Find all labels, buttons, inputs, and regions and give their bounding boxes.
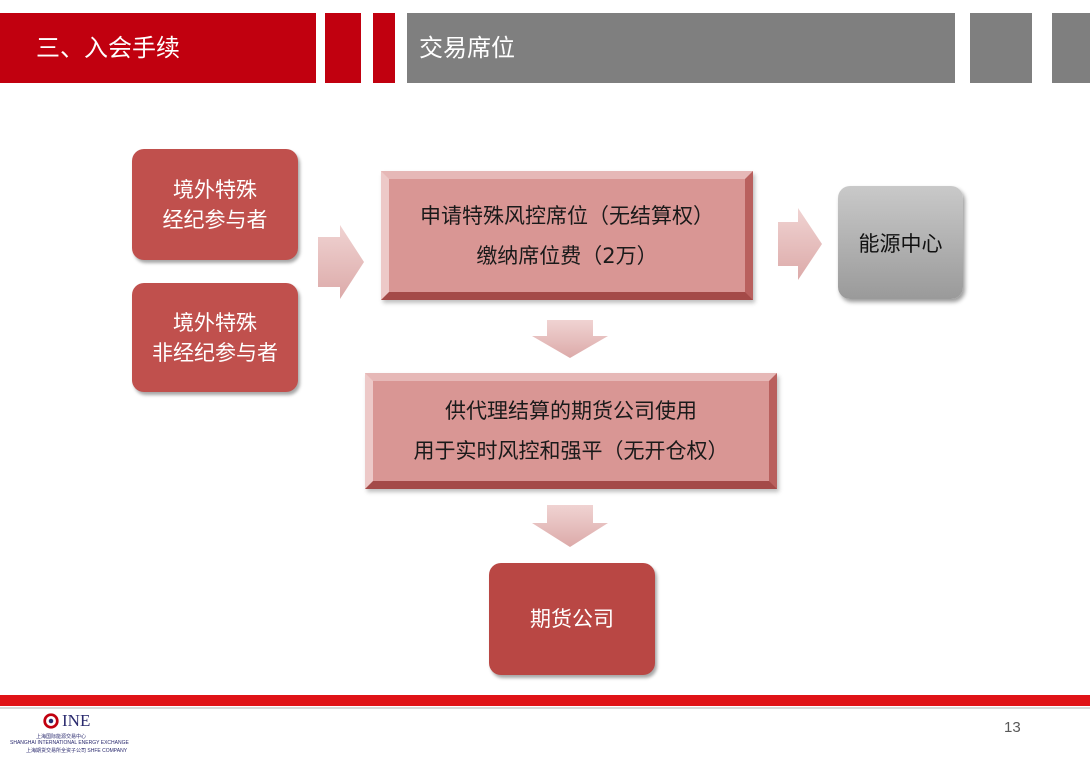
apply-seat-line1: 申请特殊风控席位（无结算权）: [420, 203, 714, 228]
participant-nonbroker-line2: 非经纪参与者: [152, 340, 278, 365]
arrow-right-icon: [778, 208, 822, 280]
page-subtitle: 交易席位: [407, 13, 955, 83]
participant-broker-line1: 境外特殊: [173, 177, 257, 202]
participant-broker-line2: 经纪参与者: [162, 207, 268, 232]
page-number: 13: [1004, 719, 1021, 736]
apply-seat-box: 申请特殊风控席位（无结算权） 缴纳席位费（2万）: [381, 171, 753, 300]
header-red-bar: [325, 13, 361, 83]
usage-line1: 供代理结算的期货公司使用: [445, 399, 697, 423]
ine-logo-icon: [43, 713, 59, 729]
usage-line2: 用于实时风控和强平（无开仓权）: [413, 439, 729, 463]
apply-seat-line2: 缴纳席位费（2万）: [476, 243, 658, 268]
futures-company-box: 期货公司: [489, 563, 655, 675]
participant-nonbroker-line1: 境外特殊: [173, 310, 257, 335]
ine-logo-en: SHANGHAI INTERNATIONAL ENERGY EXCHANGE: [10, 740, 129, 746]
ine-logo: INE 上海国际能源交易中心 SHANGHAI INTERNATIONAL EN…: [8, 709, 133, 759]
footer-divider: [0, 707, 1090, 709]
arrow-right-icon: [318, 225, 364, 299]
footer-red-bar: [0, 695, 1090, 706]
arrow-down-icon: [532, 320, 608, 358]
usage-box: 供代理结算的期货公司使用 用于实时风控和强平（无开仓权）: [365, 373, 777, 489]
energy-center-box: 能源中心: [838, 186, 963, 299]
arrow-down-icon: [532, 505, 608, 547]
participant-broker-box: 境外特殊 经纪参与者: [132, 149, 298, 260]
ine-logo-sub: 上海期货交易所全资子公司 SHFE COMPANY: [26, 748, 128, 754]
futures-company-label: 期货公司: [530, 607, 614, 631]
header-red-bar: [373, 13, 395, 83]
ine-logo-text: INE: [62, 711, 91, 730]
section-title: 三、入会手续: [0, 13, 316, 83]
energy-center-label: 能源中心: [858, 231, 943, 256]
participant-nonbroker-box: 境外特殊 非经纪参与者: [132, 283, 298, 392]
header-gray-bar: [970, 13, 1032, 83]
ine-logo-cn: 上海国际能源交易中心: [36, 734, 87, 740]
header-gray-bar: [1052, 13, 1090, 83]
